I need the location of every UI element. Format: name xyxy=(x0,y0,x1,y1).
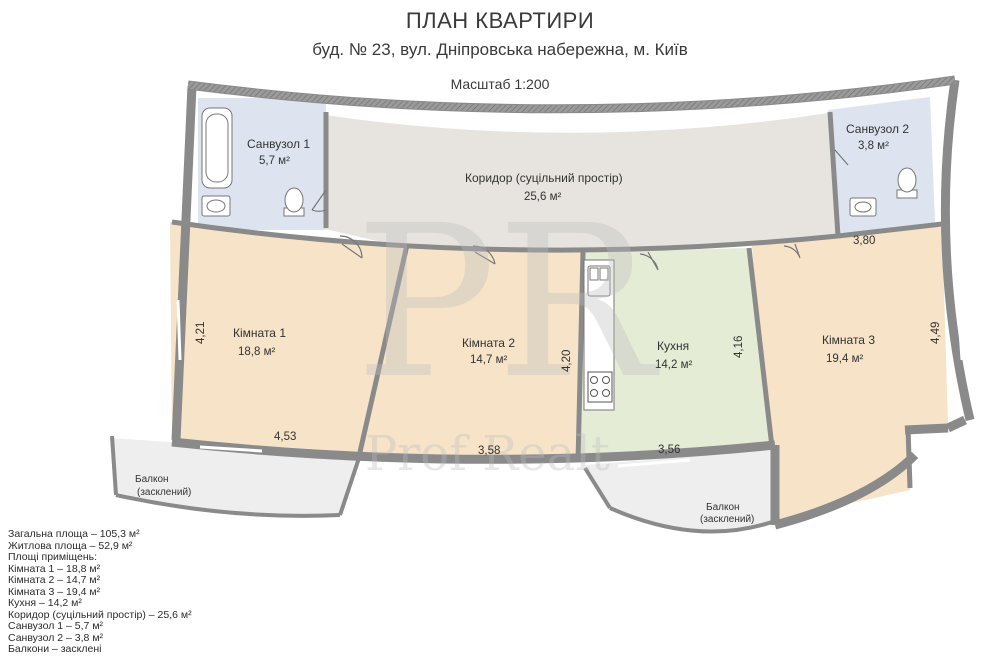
balcony1-name: Балкон xyxy=(135,474,169,485)
room1-height-dim: 4,21 xyxy=(195,322,207,344)
room3-floor xyxy=(752,225,948,520)
toilet-icon xyxy=(283,167,918,217)
summary-line: Кімната 3 – 19,4 м² xyxy=(8,585,101,598)
summary-line: Санвузол 2 – 3,8 м² xyxy=(8,631,104,644)
stove-icon xyxy=(587,371,613,403)
summary-line: Загальна площа – 105,3 м² xyxy=(8,528,140,540)
plan-address: буд. № 23, вул. Дніпровська набережна, м… xyxy=(312,40,688,59)
doors xyxy=(311,149,849,271)
summary-line: Санвузол 1 – 5,7 м² xyxy=(8,620,104,632)
room2-height-dim: 4,20 xyxy=(561,350,573,372)
room2-area: 14,7 м² xyxy=(470,354,507,366)
kitchen-floor xyxy=(578,248,770,462)
sink-icon xyxy=(201,195,877,217)
summary-line: Коридор (суцільний простір) – 25,6 м² xyxy=(8,608,192,621)
room2-floor xyxy=(360,245,583,460)
kitchen-width-dim: 3,56 xyxy=(658,444,680,456)
corridor-floor xyxy=(325,112,838,250)
balcony1-floor xyxy=(110,438,360,516)
corridor-name: Коридор (суцільний простір) xyxy=(465,171,623,185)
watermark-letters: PR xyxy=(355,180,660,425)
summary-line: Кімната 1 – 18,8 м² xyxy=(8,562,101,575)
room3-width-dim: 3,80 xyxy=(853,235,875,247)
kitchen-height-dim: 4,16 xyxy=(733,336,745,358)
plan-title: ПЛАН КВАРТИРИ xyxy=(405,8,595,33)
summary-line: Площі приміщень: xyxy=(8,551,98,563)
room1-name: Кімната 1 xyxy=(233,326,286,340)
summary-line: Кімната 2 – 14,7 м² xyxy=(8,574,101,586)
kitchen-name: Кухня xyxy=(657,339,689,353)
balcony2-name: Балкон xyxy=(706,502,740,513)
watermark-logo: PR Prof Realt xyxy=(355,180,660,482)
balcony1-note: (засклений) xyxy=(137,487,191,498)
kitchen-area: 14,2 м² xyxy=(655,359,692,371)
room3-name: Кімната 3 xyxy=(822,333,875,347)
watermark-text: Prof Realt xyxy=(365,426,610,482)
bath2-name: Санвузол 2 xyxy=(846,122,909,136)
bath1-name: Санвузол 1 xyxy=(247,137,310,151)
room3-area: 19,4 м² xyxy=(826,353,863,365)
summary-line: Балкони – засклені xyxy=(8,643,102,655)
balcony-walls xyxy=(110,435,779,534)
room1-area: 18,8 м² xyxy=(238,346,275,358)
summary-line: Кухня – 14,2 м² xyxy=(8,597,82,609)
balcony2-note: (засклений) xyxy=(700,514,754,525)
summary-line: Житлова площа – 52,9 м² xyxy=(8,539,133,552)
area-summary: Загальна площа – 105,3 м² Житлова площа … xyxy=(8,528,192,656)
windows xyxy=(176,113,964,468)
corridor-area: 25,6 м² xyxy=(524,191,561,203)
room2-name: Кімната 2 xyxy=(462,336,515,350)
balcony2-floor xyxy=(585,450,778,532)
plan-scale: Масштаб 1:200 xyxy=(450,76,550,92)
room1-width-dim: 4,53 xyxy=(274,431,296,443)
room1-floor xyxy=(170,222,405,452)
room3-height-dim: 4,49 xyxy=(930,322,942,344)
bath2-area: 3,8 м² xyxy=(858,140,889,152)
bath1-area: 5,7 м² xyxy=(259,155,290,167)
bath2-floor xyxy=(828,97,935,236)
interior-walls xyxy=(171,111,943,489)
room2-width-dim: 3,58 xyxy=(478,445,500,457)
bathtub-icon xyxy=(201,107,233,189)
